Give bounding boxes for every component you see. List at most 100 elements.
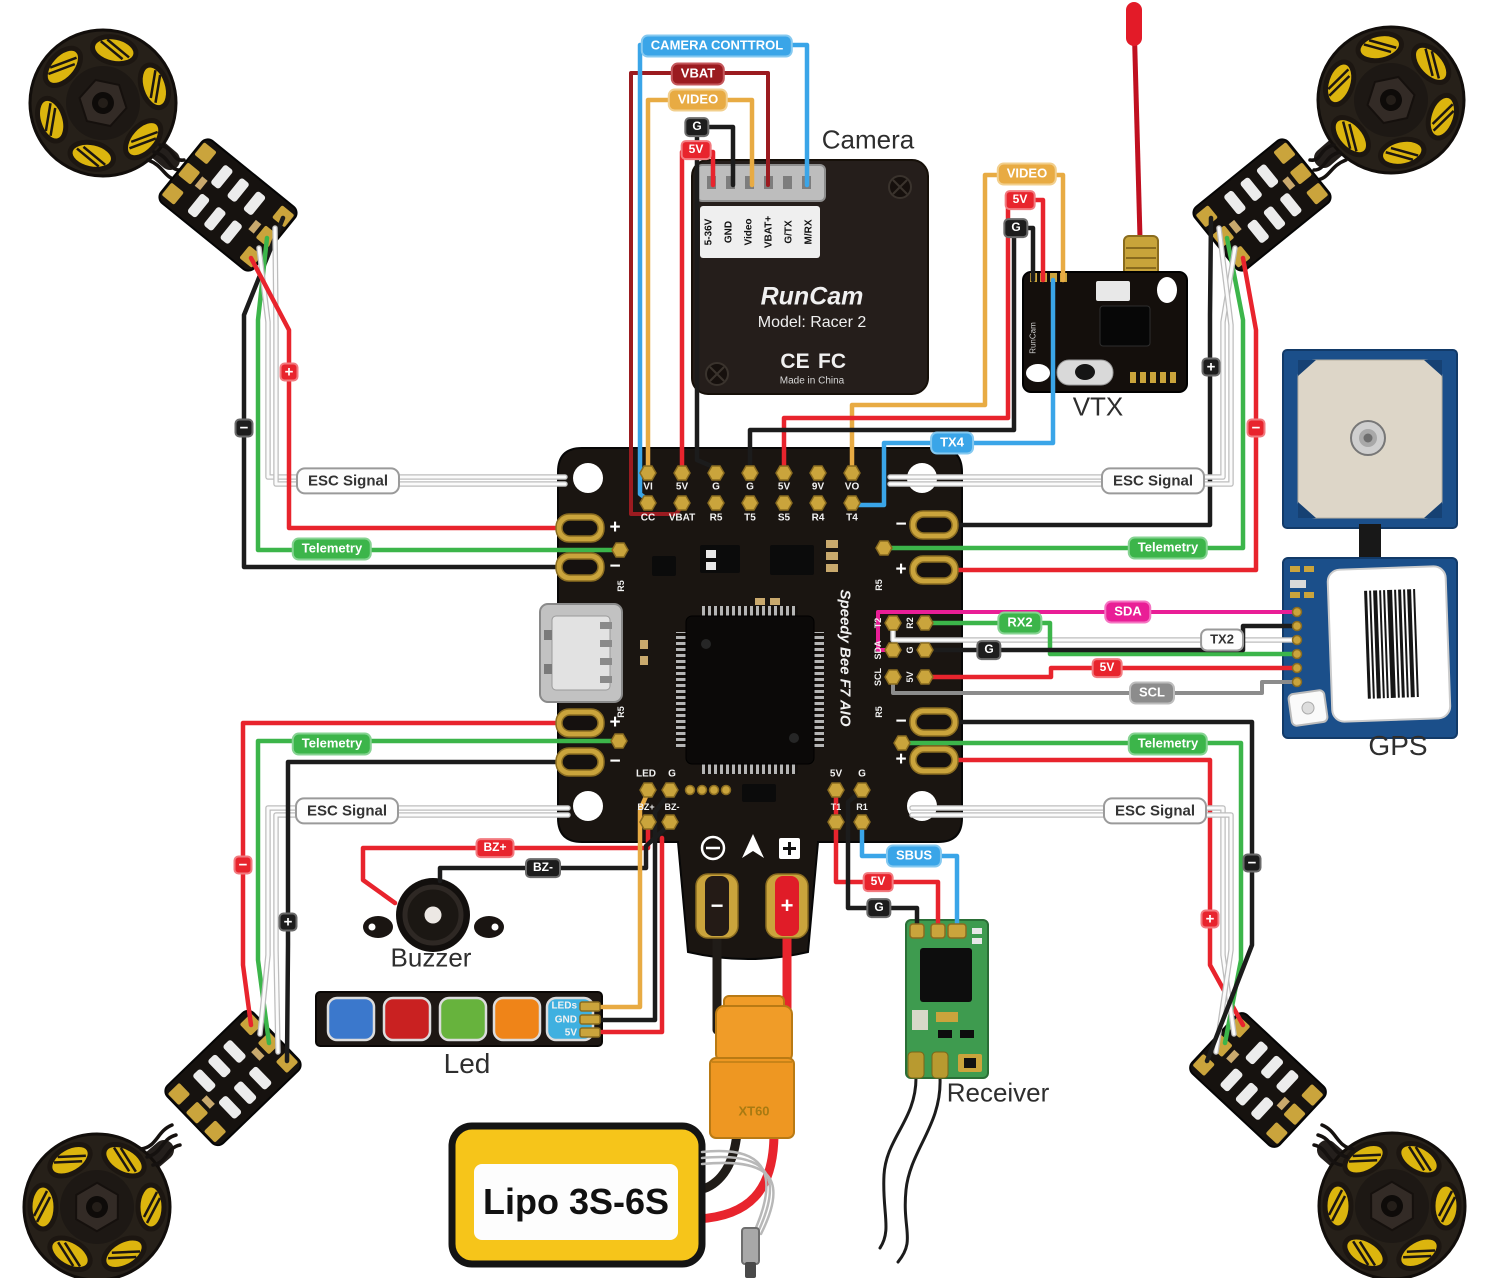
tx4-wire-label: TX4	[930, 431, 974, 455]
xt60-label: XT60	[738, 1103, 770, 1119]
rx2-wire-label: RX2	[997, 611, 1043, 635]
battery-minus-pad: −	[710, 893, 724, 918]
fc-pin-label: VO	[844, 481, 860, 493]
camera-pin-label: 5-36V	[703, 218, 715, 246]
fc-pin-label: SCL	[873, 668, 883, 686]
buzzer-label: Buzzer	[390, 942, 472, 973]
camera-pin-label: VBAT+	[763, 215, 775, 249]
fc-pin-label: S5	[777, 512, 791, 524]
led-wires	[599, 789, 673, 1035]
fc-pin-label: SDA	[873, 640, 883, 660]
fc-pad-minus: −	[895, 514, 907, 535]
fc-pin-label: T1	[830, 802, 842, 812]
fc-pin-label: G	[858, 768, 866, 780]
vtx-module	[1022, 2, 1188, 393]
led-label: Led	[443, 1048, 491, 1079]
camera-control-wire-label: CAMERA CONTTROL	[640, 34, 794, 58]
fc-pin-label: T5	[744, 512, 756, 524]
camera-pin-label: G/TX	[783, 220, 795, 244]
receiver-label: Receiver	[946, 1077, 1050, 1108]
gps-module	[1282, 349, 1458, 739]
fc-pin-label: LED	[636, 768, 656, 780]
fc-pads-and-pins	[555, 465, 1303, 1038]
lipo-battery	[448, 1122, 706, 1268]
esc-bottom-left	[161, 1006, 305, 1150]
plus-wire-badge: +	[1200, 909, 1220, 929]
fc-pad-minus: −	[895, 711, 907, 732]
esc-signal-label: ESC Signal	[1102, 797, 1208, 825]
bz-minus-wire-label: BZ-	[525, 858, 561, 878]
corner-assemblies	[0, 13, 1492, 1278]
trunk-top-right	[881, 215, 1259, 573]
camera-ce-mark: CE	[780, 350, 810, 373]
esc-signal-label: ESC Signal	[1100, 467, 1206, 495]
fc-pin-label: G	[746, 481, 754, 493]
fc-pad-plus: +	[895, 559, 907, 580]
5v-wire-label: 5V	[862, 872, 894, 892]
ground-wire-label: G	[1003, 218, 1029, 238]
trunk-bottom-right	[899, 719, 1255, 1064]
buzzer-module	[363, 878, 504, 952]
fc-uart-pad-label: R5	[874, 579, 884, 591]
telemetry-label: Telemetry	[1127, 732, 1209, 756]
fc-pin-label: G	[905, 646, 915, 654]
fc-pin-label: R4	[811, 512, 825, 524]
usb-connector	[539, 603, 623, 703]
video-wire-label: VIDEO	[996, 162, 1058, 186]
wires	[240, 42, 1296, 1224]
plus-wire-badge: +	[1201, 357, 1221, 377]
esc-signal-label: ESC Signal	[295, 467, 401, 495]
video-wire-label: VIDEO	[667, 88, 729, 112]
fc-pad-minus: −	[609, 556, 621, 577]
minus-wire-badge: −	[1246, 418, 1266, 438]
trunk-top-left	[241, 215, 623, 570]
camera-made-in: Made in China	[779, 375, 845, 387]
fc-pin-label: R5	[709, 512, 723, 524]
5v-wire-label: 5V	[1091, 658, 1123, 678]
fc-pad-minus: −	[609, 751, 621, 772]
vtx-brand: RunCam	[1028, 322, 1038, 354]
fc-uart-pad-label: R5	[616, 580, 626, 592]
camera-pin-label: Video	[743, 218, 755, 246]
fc-pin-label: VI	[643, 481, 653, 493]
telemetry-label: Telemetry	[291, 732, 373, 756]
scl-wire-label: SCL	[1129, 681, 1175, 705]
telemetry-label: Telemetry	[291, 537, 373, 561]
fc-pin-label: 9V	[811, 481, 825, 493]
esc-signal-label: ESC Signal	[294, 797, 400, 825]
xt60-connector	[709, 995, 795, 1139]
bz-plus-wire-label: BZ+	[475, 838, 515, 858]
motor-bottom-left	[0, 1107, 197, 1278]
telemetry-label: Telemetry	[1127, 536, 1209, 560]
fc-pin-label: 5V	[675, 481, 689, 493]
fc-pin-label: BZ-	[664, 802, 680, 812]
5v-wire-label: 5V	[1004, 190, 1036, 210]
ground-wire-label: G	[684, 117, 710, 137]
fc-pin-label: R1	[856, 802, 868, 812]
orientation-arrow-icon	[742, 834, 764, 858]
balance-lead	[700, 1149, 775, 1278]
vtx-label: VTX	[1072, 391, 1124, 422]
minus-wire-badge: −	[234, 418, 254, 438]
sda-wire-label: SDA	[1104, 600, 1152, 624]
fc-pad-plus: +	[895, 749, 907, 770]
fc-pin-label: T4	[846, 512, 858, 524]
camera-fcc-mark: FC	[818, 350, 846, 373]
esc-bottom-right	[1185, 1008, 1331, 1152]
led-green	[438, 996, 488, 1042]
gps-label: GPS	[1368, 730, 1428, 761]
fc-pin-label: 5V	[829, 768, 843, 780]
fc-brand: Speedy Bee F7 AIO	[836, 589, 854, 727]
camera-screws	[705, 175, 912, 386]
camera-pin-label: GND	[723, 220, 735, 244]
led-pin-label: LEDs	[551, 1000, 577, 1012]
trunk-bottom-left	[240, 720, 622, 1064]
plus-wire-badge: +	[278, 912, 298, 932]
fc-pin-label: BZ+	[637, 802, 655, 812]
camera-pin-label: M/RX	[803, 219, 815, 245]
mcu-chip	[676, 606, 824, 774]
minus-wire-badge: −	[233, 855, 253, 875]
tx2-wire-label: TX2	[1200, 628, 1244, 652]
gps-antenna-connector	[1287, 689, 1329, 727]
